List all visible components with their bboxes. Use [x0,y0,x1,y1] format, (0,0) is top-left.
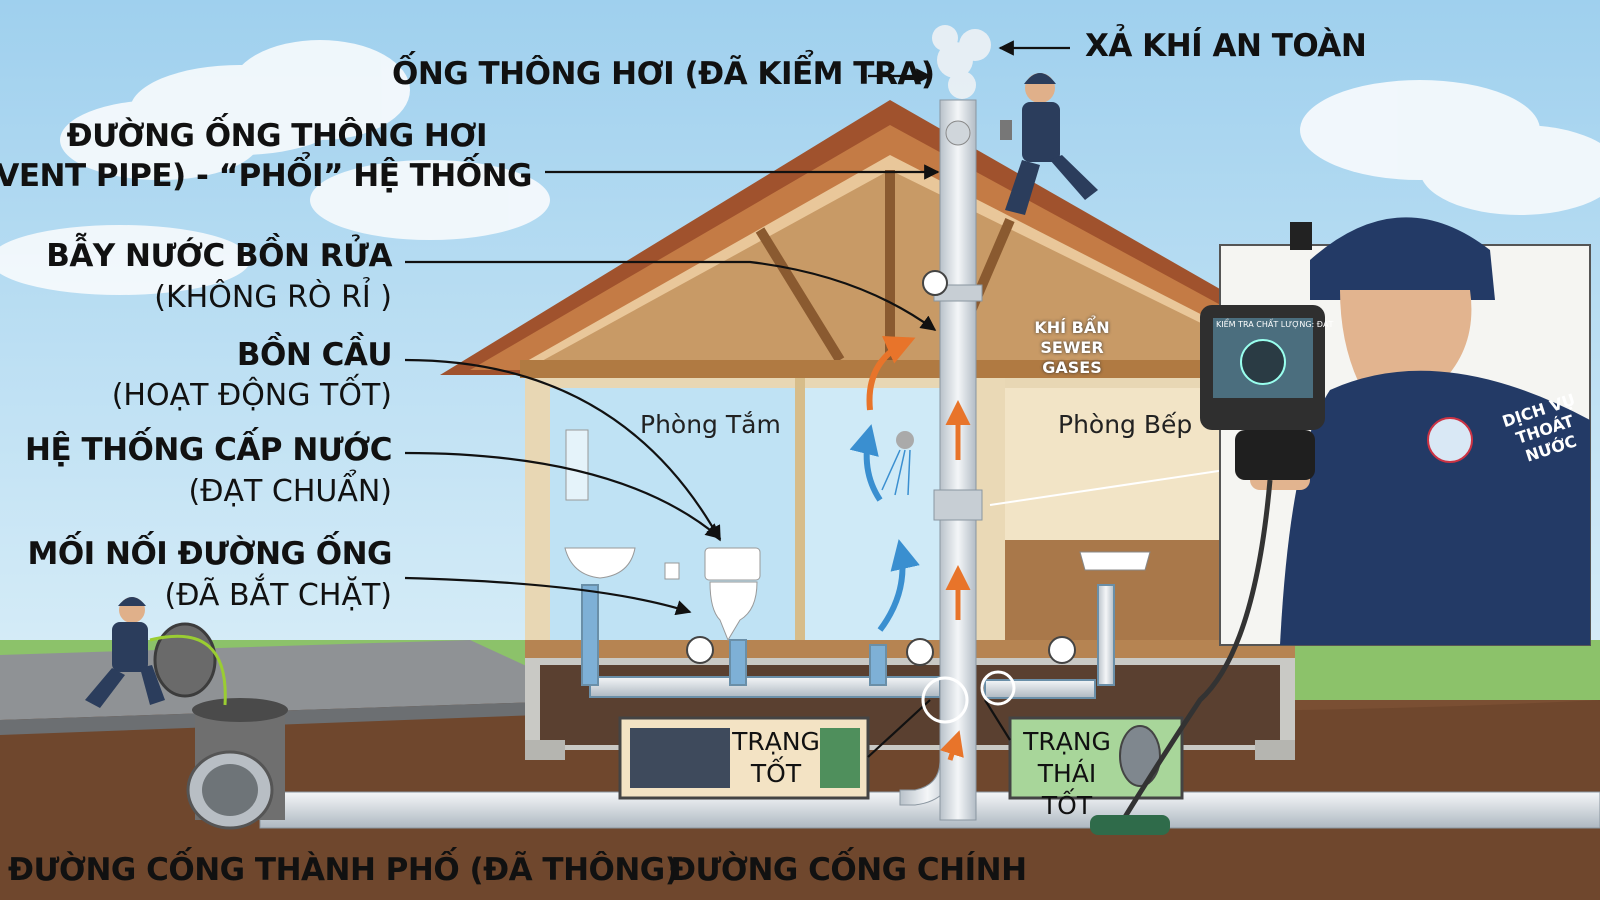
sewer-gas-label: KHÍ BẨN SEWER GASES [1012,318,1132,378]
sink-trap-label-line1: BẪY NƯỚC BỒN RỬA [46,238,392,274]
camera-probe [1090,815,1170,835]
shower [805,388,940,650]
status-left-text: TRẠNG TỐT [728,726,824,790]
status-left-line1: TRẠNG [732,727,820,756]
vent-pipe-label-line1: ĐƯỜNG ỐNG THÔNG HƠI [66,118,488,154]
kitchen-sink [1079,551,1151,571]
sewer-gas-line1: KHÍ BẨN [1034,318,1110,337]
mirror [565,429,589,501]
air-arrows [849,336,920,632]
toilet-label-line1: BỒN CẦU [236,337,393,373]
water-supply-label-line2: (ĐẠT CHUẨN) [188,474,392,509]
street-worker [85,597,227,708]
shower-head [896,431,914,449]
smoke [932,25,991,99]
vent-pipe-label-line2: (VENT PIPE) - “PHỔI” HỆ THỐNG [0,158,533,194]
water-supply-label-line1: HỆ THỐNG CẤP NƯỚC [25,432,392,468]
toilet-bowl [709,581,758,642]
sink-trap-label-line2: (KHÔNG RÒ RỈ ) [154,280,392,315]
joints-label-line1: MỐI NỐI ĐƯỜNG ỐNG [27,536,392,572]
callout-lines [404,40,1070,758]
kitchen-label: Phòng Bếp [1058,410,1193,439]
clouds [0,40,1600,295]
status-right-text: TRẠNG THÁI TỐT [1012,726,1122,822]
vent-checked-label: ỐNG THÔNG HƠI (ĐÃ KIỂM TRA) [392,56,935,92]
roof-beam [520,360,1300,378]
city-sewer-tee [186,698,288,830]
status-right-line2: THÁI TỐT [1037,759,1097,820]
tablet-screen-text: KIỂM TRA CHẤT LƯỢNG: ĐẠT [1216,320,1334,329]
pressure-gauges [686,270,1076,666]
roof-worker [1000,73,1098,215]
status-left-line2: TỐT [750,759,802,788]
status-right-line1: TRẠNG [1023,727,1111,756]
safe-exhaust-label: XẢ KHÍ AN TOÀN [1085,28,1367,64]
city-sewer-label: ĐƯỜNG CỐNG THÀNH PHỐ (ĐÃ THÔNG) [8,852,679,888]
flow-arrows [939,400,971,761]
main-sewer-label: ĐƯỜNG CỐNG CHÍNH [670,852,1027,888]
sewer-gas-line2: SEWER GASES [1040,338,1104,377]
toilet-label-line2: (HOẠT ĐỘNG TỐT) [111,378,392,413]
sink [564,547,636,579]
toilet-tank [704,547,761,581]
inspector [1117,217,1590,827]
bathroom-label: Phòng Tắm [640,410,781,439]
manhole-cover [153,622,217,698]
joints-label-line2: (ĐÃ BẮT CHẶT) [164,578,392,613]
